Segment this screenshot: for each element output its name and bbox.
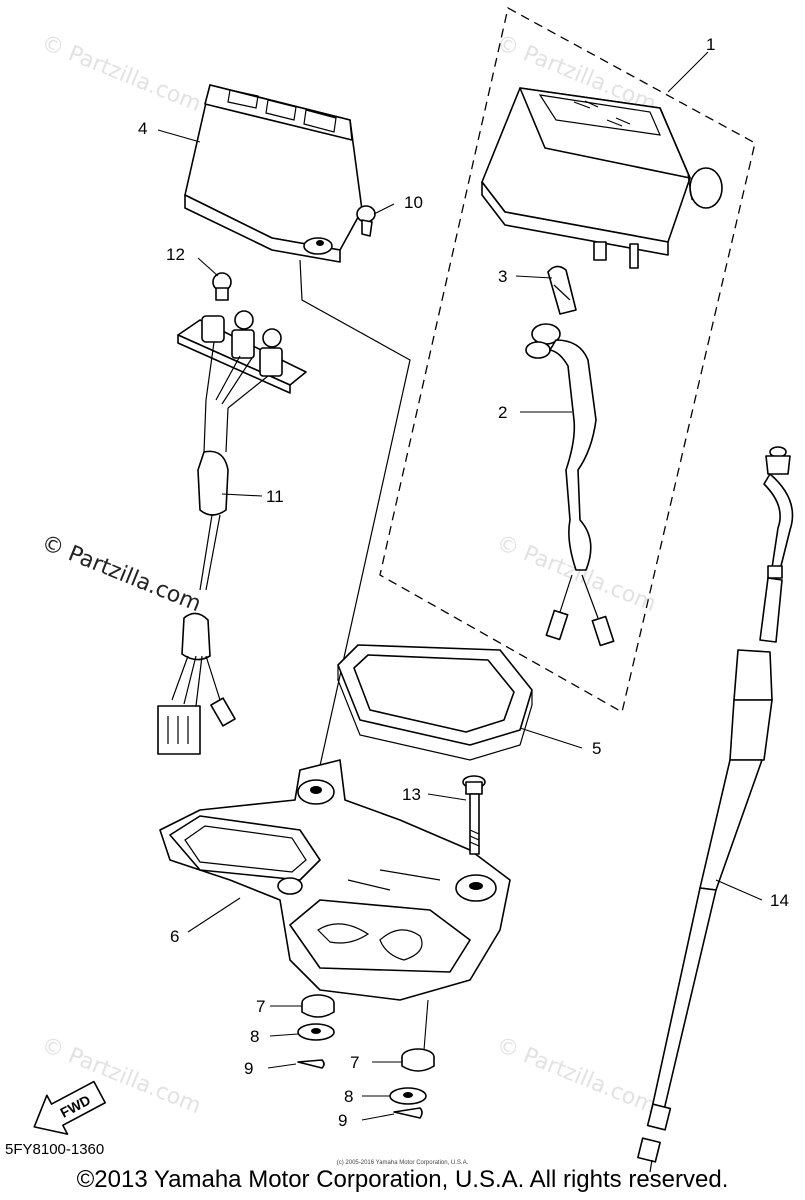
socket-lead xyxy=(525,323,615,647)
callout-4: 4 xyxy=(138,119,147,138)
alignment-line-left xyxy=(291,259,411,893)
copyright: ©2013 Yamaha Motor Corporation, U.S.A. A… xyxy=(76,1166,729,1193)
fine-print: (c) 2005-2016 Yamaha Motor Corporation, … xyxy=(336,1160,469,1166)
callouts: 1 2 3 4 5 6 7 8 9 10 11 12 13 14 7 8 9 xyxy=(138,35,789,1130)
bulb xyxy=(547,265,577,315)
gasket xyxy=(337,644,533,761)
watermark-top-left: © Partzilla.com xyxy=(38,30,205,117)
socket-harness xyxy=(157,310,307,755)
indicator-housing xyxy=(184,84,363,263)
bolt xyxy=(462,775,486,855)
callout-8-right: 8 xyxy=(344,1087,353,1106)
watermark-bottom-right: © Partzilla.com xyxy=(493,1032,660,1119)
leader-lines xyxy=(157,51,763,1121)
small-bulb xyxy=(212,272,232,301)
callout-9: 9 xyxy=(244,1059,253,1078)
callout-2: 2 xyxy=(498,403,507,422)
damper-stack-left xyxy=(297,994,335,1069)
speedometer-cable xyxy=(637,446,794,1173)
callout-6: 6 xyxy=(170,927,179,946)
callout-5: 5 xyxy=(592,739,601,758)
callout-13: 13 xyxy=(402,785,421,804)
callout-1: 1 xyxy=(706,35,715,54)
speedometer-assembly xyxy=(481,87,723,269)
callout-3: 3 xyxy=(498,267,507,286)
callout-7: 7 xyxy=(256,997,265,1016)
fwd-arrow-icon: FWD xyxy=(33,1080,106,1135)
callout-11: 11 xyxy=(266,487,284,506)
diagram-code: 5FY8100-1360 xyxy=(5,1141,105,1158)
screw xyxy=(356,205,376,237)
callout-10: 10 xyxy=(404,193,423,212)
watermark-center-left: © Partzilla.com xyxy=(38,530,205,617)
callout-8: 8 xyxy=(250,1027,259,1046)
callout-9-right: 9 xyxy=(338,1111,347,1130)
assembly-outline xyxy=(379,7,756,713)
callout-12: 12 xyxy=(166,245,185,264)
damper-stack-right xyxy=(389,1048,435,1119)
lower-bracket xyxy=(159,759,511,1001)
callout-14: 14 xyxy=(770,891,789,910)
callout-7-right: 7 xyxy=(350,1053,359,1072)
